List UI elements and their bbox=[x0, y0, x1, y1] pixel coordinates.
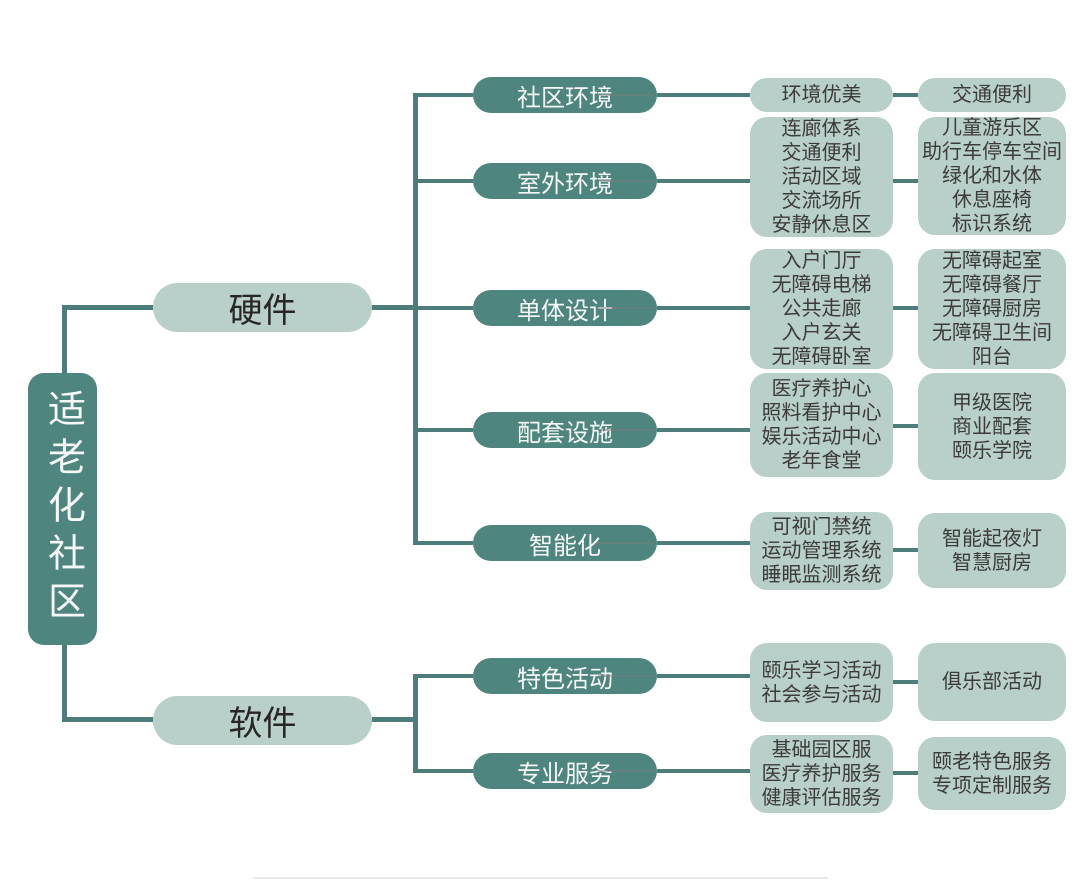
connector-unit-design-level4 bbox=[893, 306, 918, 310]
connector-community-environment-level4 bbox=[893, 93, 918, 97]
connector-hardware-trunk bbox=[372, 305, 418, 310]
connector-outdoor-environment-level4 bbox=[893, 179, 918, 183]
connector-root-software-horizontal bbox=[62, 717, 153, 722]
connector-trunk-outdoor-environment bbox=[417, 179, 473, 183]
box-community-environment-level4: 交通便利 bbox=[918, 78, 1066, 112]
connector-trunk-supporting-facilities bbox=[417, 428, 473, 432]
branch-node-outdoor-environment: 室外环境 bbox=[473, 163, 657, 199]
connector-supporting-facilities-level4 bbox=[893, 424, 918, 428]
box-intelligence-level3: 可视门禁统 运动管理系统 睡眠监测系统 bbox=[750, 512, 893, 590]
branch-node-intelligence: 智能化 bbox=[473, 525, 657, 561]
box-supporting-facilities-level4: 甲级医院 商业配套 颐乐学院 bbox=[918, 373, 1066, 480]
connector-professional-services-level3 bbox=[657, 769, 750, 773]
connector-intelligence-level4 bbox=[893, 548, 918, 552]
box-outdoor-environment-level3: 连廊体系 交通便利 活动区域 交流场所 安静休息区 bbox=[750, 117, 893, 237]
connector-root-software-vertical bbox=[62, 643, 67, 722]
box-professional-services-level4: 颐老特色服务 专项定制服务 bbox=[918, 737, 1066, 810]
box-special-activities-level3: 颐乐学习活动 社会参与活动 bbox=[750, 643, 893, 722]
connector-community-environment-level3 bbox=[657, 93, 750, 97]
connector-unit-design-level3 bbox=[657, 306, 750, 310]
box-supporting-facilities-level3: 医疗养护心 照料看护中心 娱乐活动中心 老年食堂 bbox=[750, 373, 893, 477]
connector-supporting-facilities-level3 bbox=[657, 428, 750, 432]
hardware-trunk-line bbox=[413, 93, 418, 545]
bottom-divider bbox=[253, 877, 828, 879]
connector-root-hardware-vertical bbox=[62, 305, 67, 375]
branch-node-supporting-facilities: 配套设施 bbox=[473, 412, 657, 448]
connector-trunk-community-environment bbox=[417, 93, 473, 97]
connector-professional-services-level4 bbox=[893, 771, 918, 775]
group-node-hardware: 硬件 bbox=[153, 283, 372, 332]
box-special-activities-level4: 俱乐部活动 bbox=[918, 643, 1066, 721]
branch-node-unit-design: 单体设计 bbox=[473, 290, 657, 326]
connector-root-hardware-horizontal bbox=[62, 305, 153, 310]
root-node: 适老化社区 bbox=[28, 373, 97, 645]
software-trunk-line bbox=[413, 674, 418, 773]
branch-node-community-environment: 社区环境 bbox=[473, 77, 657, 113]
box-professional-services-level3: 基础园区服 医疗养护服务 健康评估服务 bbox=[750, 735, 893, 813]
box-unit-design-level4: 无障碍起室 无障碍餐厅 无障碍厨房 无障碍卫生间 阳台 bbox=[918, 249, 1066, 369]
connector-trunk-special-activities bbox=[417, 674, 473, 678]
box-outdoor-environment-level4: 儿童游乐区 助行车停车空间 绿化和水体 休息座椅 标识系统 bbox=[918, 117, 1066, 235]
connector-outdoor-environment-level3 bbox=[657, 179, 750, 183]
branch-node-special-activities: 特色活动 bbox=[473, 658, 657, 694]
connector-trunk-professional-services bbox=[417, 769, 473, 773]
branch-node-professional-services: 专业服务 bbox=[473, 753, 657, 789]
connector-trunk-intelligence bbox=[417, 541, 473, 545]
connector-special-activities-level4 bbox=[893, 680, 918, 684]
box-intelligence-level4: 智能起夜灯 智慧厨房 bbox=[918, 513, 1066, 588]
connector-intelligence-level3 bbox=[657, 541, 750, 545]
connector-software-trunk bbox=[372, 717, 418, 722]
box-unit-design-level3: 入户门厅 无障碍电梯 公共走廊 入户玄关 无障碍卧室 bbox=[750, 249, 893, 369]
connector-trunk-unit-design bbox=[417, 306, 473, 310]
connector-special-activities-level3 bbox=[657, 674, 750, 678]
box-community-environment-level3: 环境优美 bbox=[750, 78, 893, 112]
group-node-software: 软件 bbox=[153, 696, 372, 745]
